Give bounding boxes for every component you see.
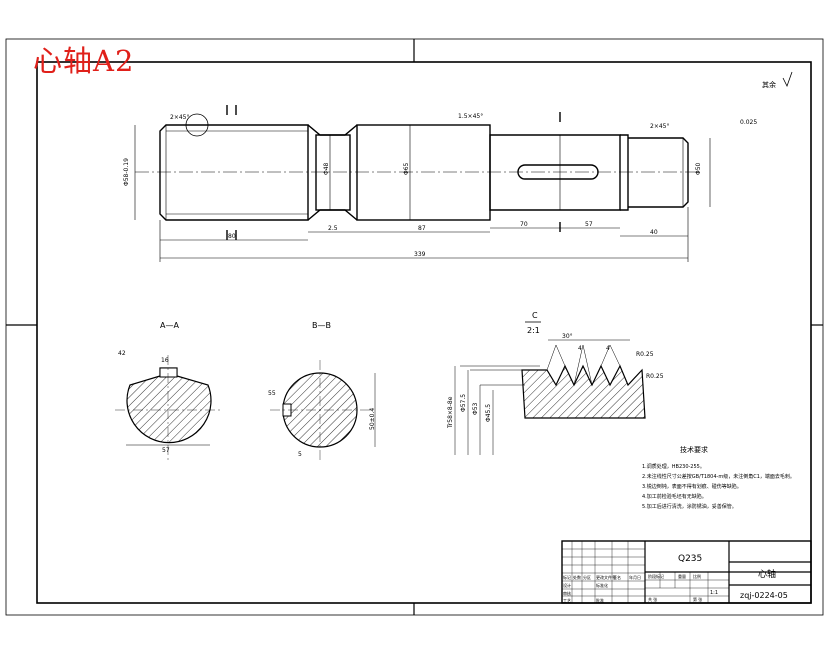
section-bb-dim2: 50±0.4	[369, 408, 376, 430]
section-aa: A—A 42 16 57	[115, 321, 223, 460]
dim-tol-frame: 0.025	[740, 119, 757, 126]
tb-label-13: 比例	[693, 573, 701, 579]
tb-label-8: 审核	[563, 590, 571, 596]
dim-length-1: 80	[228, 233, 236, 240]
tech-req-item-4: 4.加工前检验毛坯有无缺陷。	[642, 493, 707, 500]
section-bb-label: B—B	[312, 321, 331, 330]
tb-label-12: 重量	[678, 573, 686, 579]
tech-req-item-1: 1.调质处理，HB230-255。	[642, 463, 705, 470]
detail-pitch1: 4	[578, 345, 582, 352]
detail-pitch2: 4	[606, 345, 610, 352]
detail-d-major: Tr58×8-8e	[447, 396, 454, 429]
section-aa-dim1: 42	[118, 350, 126, 357]
tb-label-2: 分区	[583, 574, 591, 580]
dim-d2: Φ48	[323, 162, 330, 175]
title-scale: 1:1	[710, 590, 718, 596]
dim-chamfer-right: 2×45°	[650, 123, 669, 130]
detail-radius1: R0.25	[636, 351, 654, 358]
section-aa-label: A—A	[160, 321, 179, 330]
tb-label-10: 批准	[596, 597, 604, 603]
detail-d-minor1: Φ57.5	[460, 394, 467, 412]
dim-chamfer-mid: 1.5×45°	[458, 113, 483, 120]
roughness-label: 其余	[762, 80, 776, 89]
section-bb-dim3: 5	[298, 451, 302, 458]
shaft-neck	[315, 134, 351, 211]
tech-req-item-3: 3.锐边倒钝，表面不得有划痕、碰伤等缺陷。	[642, 483, 742, 490]
dim-length-4: 70	[520, 221, 528, 228]
shaft-thread-section	[159, 124, 309, 221]
tb-label-14: 共 张	[648, 596, 657, 602]
tb-label-7: 标准化	[596, 582, 608, 588]
detail-d-minor2: Φ53	[472, 402, 479, 415]
detail-c: C 2:1 30° 4 4 R0.25 R0.25 Tr58×8-8e Φ57.…	[447, 311, 664, 455]
title-part-name: 心轴	[758, 568, 776, 580]
inner-border	[36, 61, 812, 604]
section-markers	[185, 105, 561, 240]
dim-d3: Φ65	[403, 162, 410, 175]
dim-chamfer-left: 2×45°	[170, 114, 189, 121]
drawing-stamp: 心轴A2	[33, 44, 135, 78]
section-aa-dim2: 16	[161, 357, 169, 364]
section-aa-keyway	[159, 367, 178, 378]
section-bb-dim1: 55	[268, 390, 276, 397]
tech-req-item-2: 2.未注线性尺寸公差按GB/T1804-m级，未注倒角C1，端面去毛刺。	[642, 473, 795, 480]
dim-length-2: 2.5	[328, 225, 338, 232]
tb-label-5: 年月日	[629, 574, 641, 580]
shaft-body	[356, 124, 491, 221]
tb-label-9: 工艺	[563, 598, 571, 603]
dim-length-3: 87	[418, 225, 426, 232]
section-aa-dim3: 57	[162, 447, 170, 454]
section-aa-shape	[126, 367, 212, 444]
dim-overall: 339	[414, 251, 426, 258]
tb-label-0: 标记	[563, 574, 571, 580]
main-dimensions	[134, 125, 711, 262]
shaft-main-view	[135, 124, 700, 221]
section-bb: B—B 55 50±0.4 5	[268, 321, 376, 460]
tb-label-15: 第 张	[693, 596, 702, 602]
roughness-note: 其余	[762, 71, 793, 89]
title-material: Q235	[678, 554, 702, 564]
detail-c-scale: 2:1	[527, 326, 540, 335]
detail-d-minor3: Φ45.5	[485, 404, 492, 422]
tech-requirements: 技术要求 1.调质处理，HB230-255。 2.未注线性尺寸公差按GB/T18…	[642, 445, 795, 510]
dim-d4: Φ50	[695, 162, 702, 175]
shaft-right-end	[620, 134, 689, 211]
shaft-key-section	[489, 134, 621, 211]
tech-req-item-5: 5.加工后进行清洗，涂防锈油，妥善保管。	[642, 503, 737, 510]
detail-angle: 30°	[562, 333, 573, 340]
title-block	[561, 540, 812, 604]
detail-c-label: C	[532, 311, 538, 320]
title-block-text: Q235 心轴 zqj-0224-05 1:1 标记 处数 分区 更改文件号 签…	[563, 554, 788, 603]
tb-label-1: 处数	[573, 574, 581, 580]
dim-d1: Φ58-0.19	[123, 158, 130, 186]
tb-label-11: 阶段标记	[648, 573, 664, 579]
title-drawing-no: zqj-0224-05	[740, 591, 788, 600]
tb-label-6: 设计	[563, 582, 571, 588]
shaft-keyway	[517, 164, 599, 180]
dim-length-5: 57	[585, 221, 593, 228]
dim-length-6: 40	[650, 229, 658, 236]
main-dimension-text: Φ58-0.19 Φ48 Φ65 Φ50 80 2.5 87 70 57 40 …	[123, 113, 757, 258]
tech-req-title: 技术要求	[680, 445, 708, 454]
detail-thread-profile	[521, 364, 646, 419]
detail-radius2: R0.25	[646, 373, 664, 380]
tb-label-4: 签名	[613, 574, 621, 580]
tb-label-3: 更改文件号	[596, 574, 616, 580]
detail-c-circle	[185, 113, 209, 137]
